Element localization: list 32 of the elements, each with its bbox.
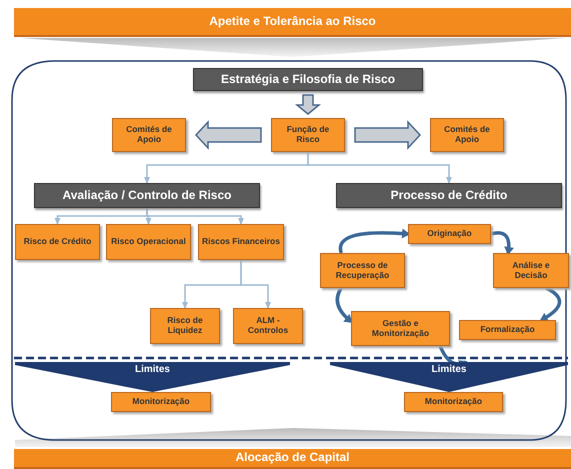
process-box: ALM - Controlos <box>233 308 303 344</box>
curved-arrow <box>490 231 514 255</box>
title-banner: Alocação de Capital <box>14 449 571 469</box>
curved-arrow <box>540 286 562 322</box>
curved-arrow <box>338 228 410 254</box>
process-box: Comités de Apoio <box>112 118 186 152</box>
block-arrow <box>194 120 262 150</box>
process-box: Comités de Apoio <box>430 118 504 152</box>
section-header: Estratégia e Filosofia de Risco <box>193 68 423 91</box>
process-box: Função de Risco <box>271 118 345 152</box>
process-box: Processo de Recuperação <box>320 253 405 288</box>
limit-label: Limites <box>134 364 170 376</box>
block-arrow <box>294 94 322 115</box>
limit-label: Limites <box>431 364 466 376</box>
connector-arrow <box>307 152 452 184</box>
section-header: Processo de Crédito <box>336 183 562 208</box>
process-box: Monitorização <box>111 392 211 412</box>
process-box: Formalização <box>459 320 556 340</box>
connector-arrow <box>146 208 244 225</box>
title-banner: Apetite e Tolerância ao Risco <box>14 8 571 37</box>
process-box: Monitorização <box>404 392 503 412</box>
process-box: Risco de Liquidez <box>150 308 220 344</box>
process-box: Risco de Crédito <box>15 224 100 260</box>
process-box: Gestão e Monitorização <box>351 311 450 346</box>
curved-arrow <box>336 287 353 323</box>
process-box: Riscos Financeiros <box>198 224 284 260</box>
connector-arrow <box>240 260 271 309</box>
block-arrow <box>354 120 422 150</box>
process-box: Análise e Decisão <box>493 253 569 288</box>
section-header: Avaliação / Controlo de Risco <box>34 183 260 208</box>
process-box: Risco Operacional <box>106 224 191 260</box>
process-box: Originação <box>408 224 491 244</box>
